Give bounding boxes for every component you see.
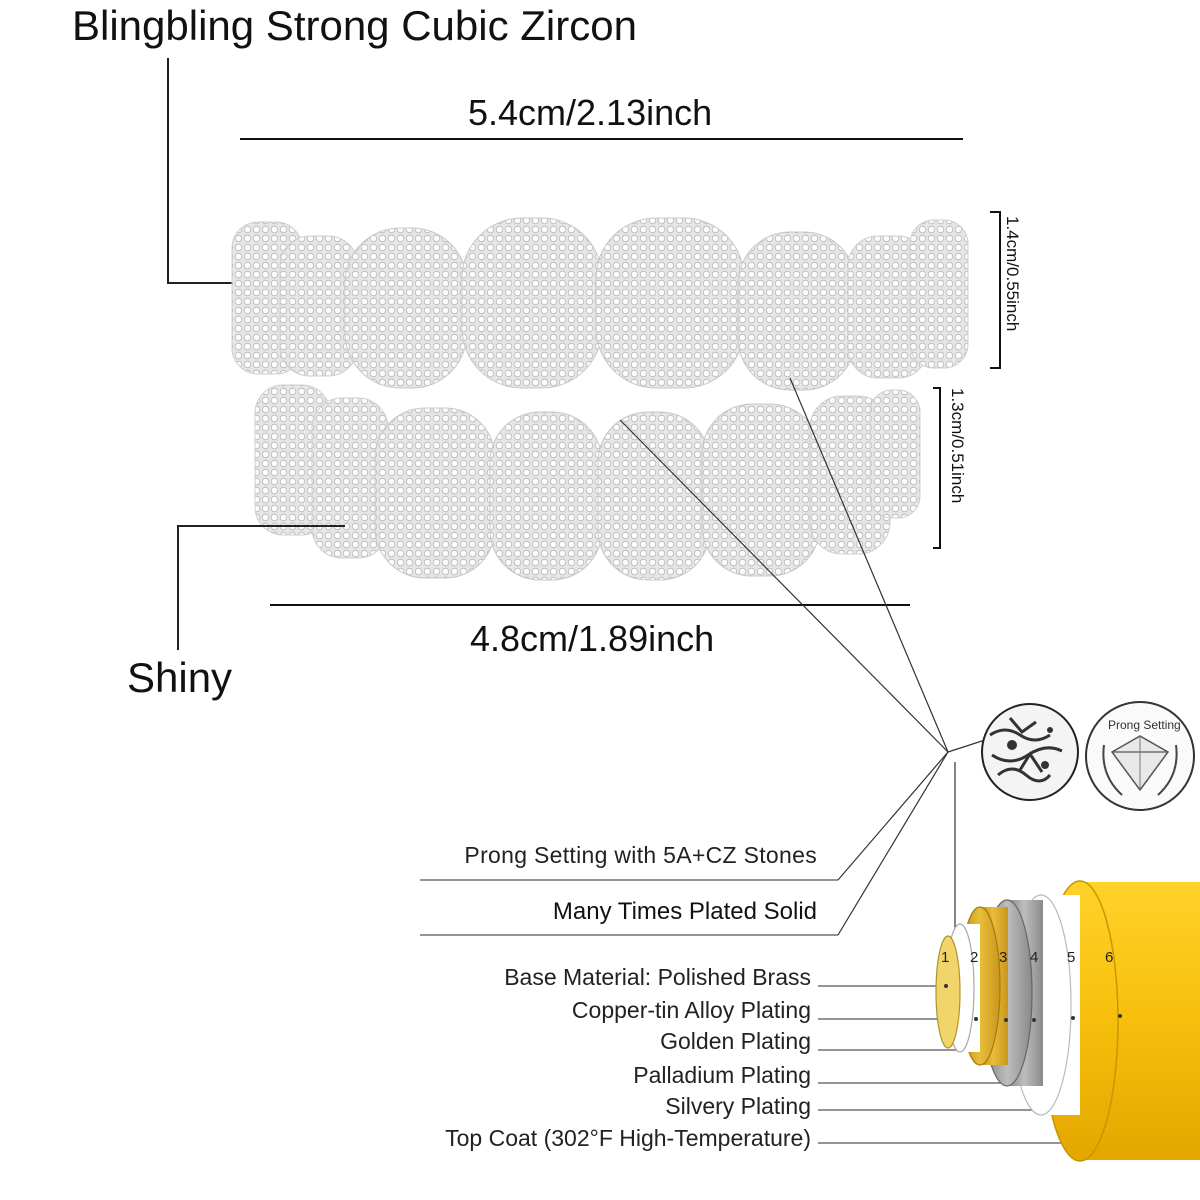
layer-label-top-coat: Top Coat (302°F High-Temperature) — [445, 1125, 811, 1151]
layer-number-6: 6 — [1105, 949, 1113, 966]
layer-numbers: 1 2 3 4 5 6 — [941, 949, 1113, 966]
grillz-illustration — [231, 217, 969, 581]
layer-label-palladium: Palladium Plating — [633, 1062, 811, 1088]
layer-number-5: 5 — [1067, 949, 1075, 966]
layer-label-base: Base Material: Polished Brass — [504, 964, 811, 990]
lower-height-bracket — [933, 387, 941, 549]
layer-number-2: 2 — [970, 949, 978, 966]
upper-height-bracket — [990, 211, 1001, 369]
layer-label-golden: Golden Plating — [660, 1028, 811, 1054]
layer-number-1: 1 — [941, 949, 949, 966]
plated-solid-label: Many Times Plated Solid — [552, 898, 817, 925]
layer-number-3: 3 — [999, 949, 1007, 966]
upper-height-label: 1.4cm/0.55inch — [1003, 216, 1022, 332]
prong-setting-label: Prong Setting with 5A+CZ Stones — [464, 842, 817, 868]
shiny-callout: Shiny — [127, 654, 233, 701]
bottom-width-label: 4.8cm/1.89inch — [470, 618, 715, 659]
prong-setting-circle — [1085, 701, 1195, 811]
lower-height-label: 1.3cm/0.51inch — [948, 388, 967, 504]
plating-layers-cylinder — [935, 880, 1200, 1162]
layer-label-copper-tin: Copper-tin Alloy Plating — [571, 997, 811, 1023]
layer-label-silvery: Silvery Plating — [665, 1093, 811, 1119]
prong-setting-caption: Prong Setting — [1108, 718, 1181, 732]
stone-closeup-circle — [981, 703, 1079, 801]
product-title: Blingbling Strong Cubic Zircon — [72, 2, 637, 49]
top-width-label: 5.4cm/2.13inch — [468, 92, 713, 133]
layer-number-4: 4 — [1030, 949, 1038, 966]
callout-rays — [619, 377, 986, 936]
shiny-leader-line — [177, 525, 345, 650]
